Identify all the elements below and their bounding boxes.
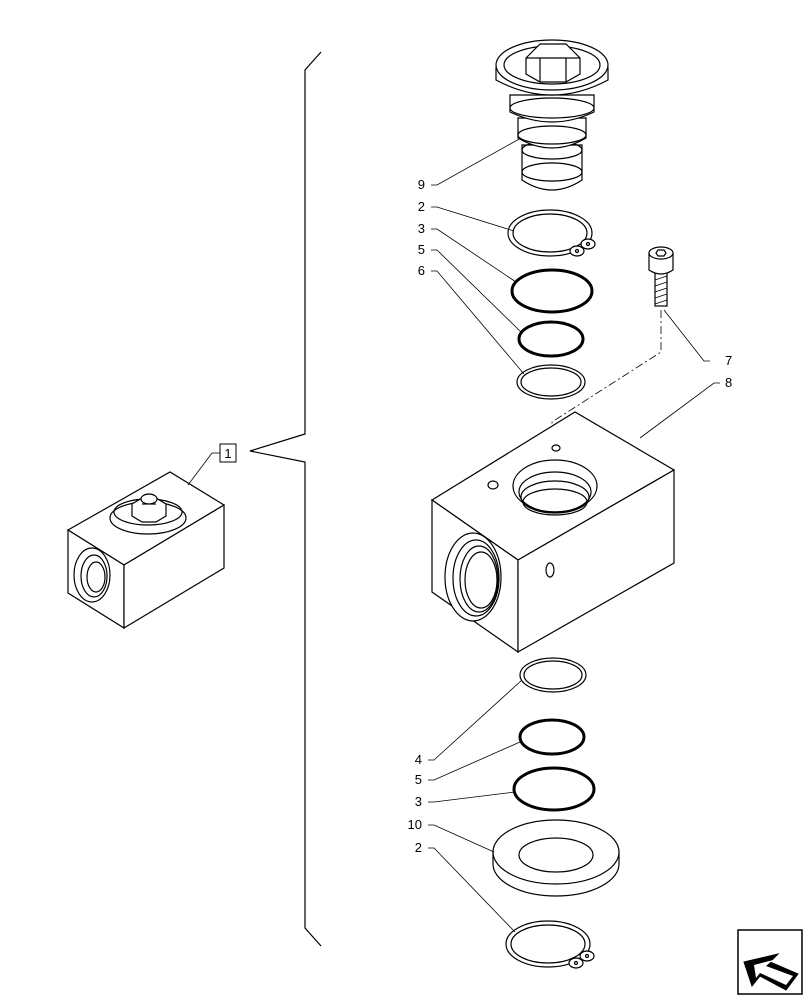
callout-7: 7	[725, 353, 732, 368]
backup-ring-6	[516, 364, 586, 400]
snap-ring-bottom	[505, 920, 595, 969]
o-ring-top-3	[510, 268, 594, 314]
callout-6: 6	[418, 263, 425, 278]
callout-10: 10	[408, 817, 422, 832]
next-page-arrow-icon[interactable]	[737, 929, 803, 995]
callout-4: 4	[415, 752, 422, 767]
o-ring-bottom-5	[518, 718, 586, 756]
backup-ring-4	[519, 657, 587, 693]
assembly-label: 1	[187, 443, 237, 486]
callout-2-top: 2	[418, 199, 425, 214]
thick-washer-part	[492, 819, 620, 897]
callout-2-bottom: 2	[415, 840, 422, 855]
callout-8: 8	[725, 375, 732, 390]
cap-screw-part	[648, 246, 674, 307]
callout-5-top: 5	[418, 242, 425, 257]
callout-3-top: 3	[418, 221, 425, 236]
callout-5-bottom: 5	[415, 772, 422, 787]
callout-9: 9	[418, 177, 425, 192]
assembly-label-text: 1	[224, 446, 231, 461]
o-ring-bottom-3	[512, 766, 596, 812]
assembly-brace	[249, 51, 322, 947]
callout-numbers: 9 2 3 5 6 7 8 4 5 3 10 2	[408, 177, 733, 855]
cartridge-plug-part	[495, 39, 609, 191]
valve-body-part	[430, 411, 676, 654]
o-ring-top-5	[517, 320, 585, 358]
leader-lines	[428, 137, 720, 933]
callout-3-bottom: 3	[415, 794, 422, 809]
snap-ring-top	[507, 209, 596, 257]
assembly-overview	[66, 471, 226, 630]
